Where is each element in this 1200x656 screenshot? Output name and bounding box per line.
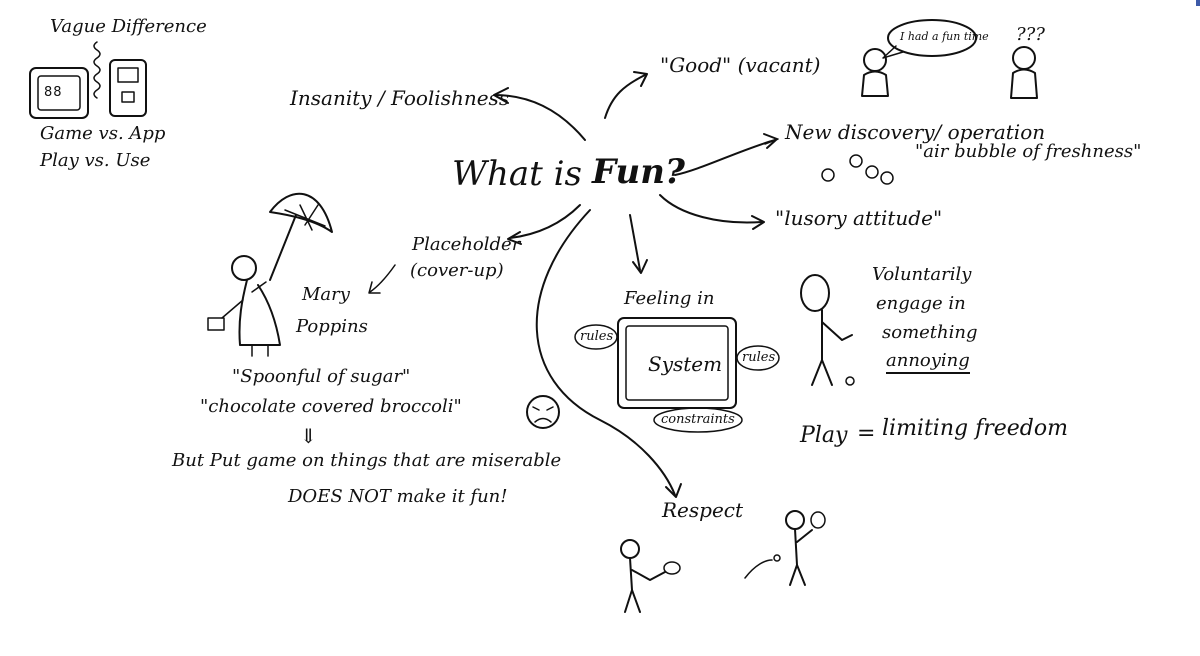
- branch-feeling-in: Feeling in: [624, 288, 715, 309]
- rules-left-circle: [574, 324, 618, 350]
- mary-label: Mary: [302, 284, 350, 305]
- tennis-player-right-icon: [744, 510, 826, 586]
- broccoli-quote: "chocolate covered broccoli": [200, 396, 462, 417]
- branch-placeholder: Placeholder: [412, 234, 521, 255]
- game-screen-digits: 88: [44, 85, 63, 100]
- confused-person-icon: [1010, 46, 1038, 99]
- rules-right-circle: [736, 345, 780, 371]
- arrow-to-feeling-in: [629, 214, 648, 274]
- therefore-arrow: ⇓: [300, 424, 317, 448]
- play-label: Play: [800, 423, 848, 448]
- center-prefix: What is: [452, 154, 582, 194]
- constraints-circle: [653, 407, 743, 433]
- branch-new-discovery: New discovery/ operation: [785, 120, 1046, 144]
- phone-app-icon: [109, 59, 147, 117]
- annoyed-stick-figure-icon: [800, 274, 855, 386]
- rules-right-label: rules: [742, 350, 776, 365]
- voluntary-line-4: annoying: [886, 352, 970, 374]
- speech-bubble-text: I had a fun time: [900, 30, 989, 43]
- system-label: System: [648, 352, 723, 376]
- arrow-to-mary: [368, 264, 396, 294]
- confused-marks: ???: [1016, 24, 1045, 45]
- center-title: Fun?: [592, 152, 685, 192]
- game-vs-app-label: Game vs. App: [40, 123, 166, 144]
- speech-bubble-icon: [882, 19, 977, 59]
- miserable-line: But Put game on things that are miserabl…: [172, 450, 562, 471]
- arrow-to-placeholder: [507, 204, 581, 245]
- happy-person-icon: [861, 48, 889, 97]
- voluntary-line-1: Voluntarily: [872, 264, 972, 285]
- mary-poppins-figure-icon: [207, 192, 333, 357]
- rules-left-label: rules: [580, 329, 614, 344]
- branch-good: "Good" (vacant): [660, 53, 821, 77]
- voluntary-line-2: engage in: [876, 293, 966, 314]
- voluntary-line-3: something: [882, 322, 978, 343]
- branch-air-bubble: "air bubble of freshness": [915, 141, 1142, 162]
- tennis-player-left-icon: [620, 539, 681, 613]
- branch-lusory: "lusory attitude": [775, 206, 943, 230]
- constraints-label: constraints: [661, 412, 735, 427]
- branch-insanity: Insanity / Foolishness: [290, 86, 510, 110]
- air-bubbles-icon: [821, 154, 894, 185]
- arrow-to-lusory: [659, 194, 765, 230]
- play-vs-use-label: Play vs. Use: [40, 150, 151, 171]
- arrow-to-respect: [535, 209, 682, 498]
- poppins-label: Poppins: [296, 316, 368, 337]
- squiggle-connector: [93, 41, 101, 99]
- sad-face-icon: [526, 395, 560, 429]
- game-console-icon: [29, 67, 89, 119]
- play-definition: limiting freedom: [882, 416, 1068, 441]
- branch-cover-up: (cover-up): [410, 260, 504, 281]
- vague-difference-title: Vague Difference: [50, 16, 207, 37]
- arrow-to-new-discovery: [674, 133, 778, 176]
- arrow-to-good: [604, 71, 648, 119]
- play-equals: =: [857, 421, 876, 446]
- system-box-icon: [617, 317, 737, 409]
- spoonful-quote: "Spoonful of sugar": [232, 366, 411, 387]
- arrow-to-insanity: [493, 87, 586, 141]
- branch-respect: Respect: [662, 498, 744, 522]
- arrow-to-system-link: [764, 138, 779, 145]
- not-fun-line: DOES NOT make it fun!: [288, 486, 508, 507]
- edge-marker: [1196, 0, 1200, 6]
